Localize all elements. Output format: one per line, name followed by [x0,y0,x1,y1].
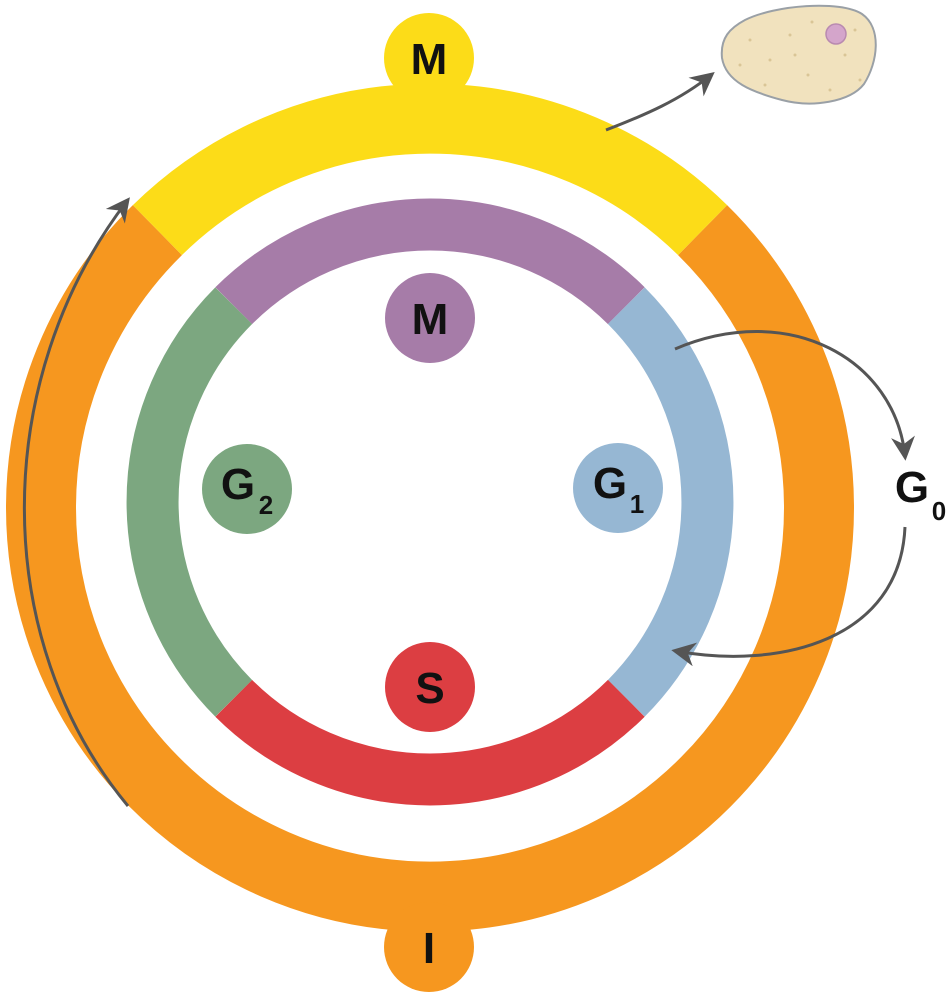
granule [806,73,810,77]
granule [793,53,797,57]
cycle-direction-arrow [23,197,130,807]
outer-i-circle [384,902,474,992]
g2-letter: G [221,460,255,509]
outer-i-badge: I [384,902,474,992]
granule [810,20,814,24]
g0-label: G 0 [895,463,946,526]
granule [843,53,847,57]
inner-m-badge: M [385,273,475,363]
g2-subscript: 2 [259,490,273,520]
g0-subscript: 0 [932,496,946,526]
interphase-outer-arc [6,205,854,932]
mitosis-outer-arc [132,83,728,256]
granule [738,63,742,67]
g1-letter: G [593,459,627,508]
g1-circle [573,443,663,533]
return-from-g0-arrow [671,526,907,667]
g2-inner-arc [126,287,253,717]
outer-i-label: I [423,924,435,973]
granule [748,38,752,42]
granule [768,58,772,62]
g2-badge: G 2 [202,444,292,534]
s-label: S [415,664,444,713]
g0-letter: G [895,463,929,512]
enter-g0-arrow [674,330,915,461]
inner-m-circle [385,273,475,363]
outer-m-circle [384,13,474,103]
cell-body [720,4,877,105]
cell-nucleus [825,23,847,45]
g2-circle [202,444,292,534]
g1-inner-arc [607,287,734,717]
exit-to-cell-arrow [605,71,715,132]
cell-illustration [720,4,877,105]
g1-subscript: 1 [630,489,644,519]
outer-m-label: M [411,35,448,84]
granule [788,33,792,37]
s-phase-inner-arc [215,679,645,806]
mitosis-inner-arc [215,198,645,325]
granule [858,78,862,82]
granule [763,83,767,87]
g1-badge: G 1 [573,443,663,533]
cell-granules [738,20,862,92]
inner-m-label: M [412,295,449,344]
granule [853,28,857,32]
outer-m-badge: M [384,13,474,103]
granule [828,88,832,92]
s-circle [385,642,475,732]
s-badge: S [385,642,475,732]
